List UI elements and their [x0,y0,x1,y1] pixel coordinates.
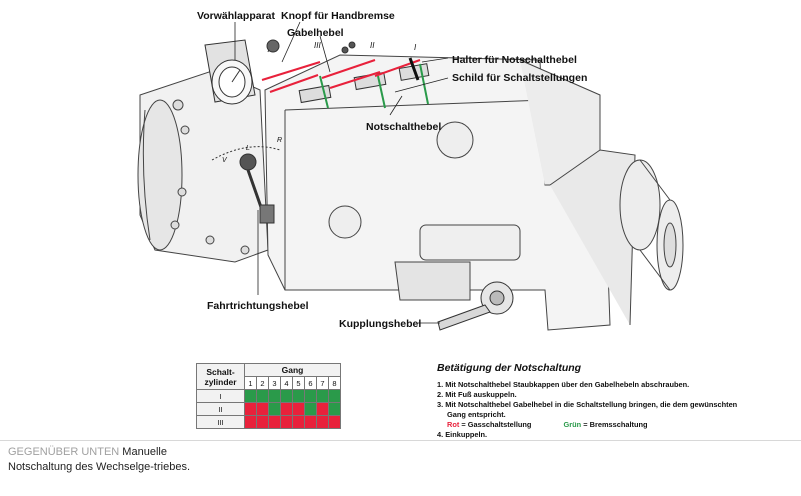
cell-red [280,402,293,416]
table-row: III [196,415,341,429]
legend-red-text: = Gasschaltstellung [459,420,532,429]
cell-green [292,389,305,403]
label-kupplungshebel: Kupplungshebel [339,318,421,330]
cell-red [316,415,329,429]
table-row: II [196,402,341,416]
instruction-step: 3. Mit Notschalthebel Gabelhebel in die … [437,400,738,409]
illustration-panel: III II I V L R Vorwählapparat Knopf für … [0,10,801,441]
gearbox-main-housing [264,54,636,331]
cell-red [280,415,293,429]
instruction-step: 4. Einkuppeln. [437,430,488,439]
gear-7: 7 [316,376,329,390]
label-fahrtrichtungshebel: Fahrtrichtungshebel [207,300,309,312]
label-vorwaehlapparat: Vorwählapparat [197,10,275,22]
cell-red [256,415,269,429]
instruction-step: 1. Mit Notschalthebel Staubkappen über d… [437,380,690,389]
cell-red [292,402,305,416]
legend-red-word: Rot [447,420,460,429]
lever-mark-v: V [222,157,228,164]
cell-red [244,402,257,416]
gearbox-drawing: III II I V L R Vorwählapparat Knopf für … [137,10,684,331]
caption-text: Manuelle Notschaltung des Wechselge-trie… [8,446,191,473]
cell-green [280,389,293,403]
gear-1: 1 [244,376,257,390]
table-row-header: Schalt- zylinder [196,363,245,390]
instruction-legend: Rot = Gasschaltstellung Grün = Bremsscha… [437,420,767,430]
label-notschalthebel: Notschalthebel [366,121,441,133]
cell-green [268,389,281,403]
cell-red [304,415,317,429]
lever-mark-r: R [277,137,282,144]
figure-caption: GEGENÜBER UNTEN Manuelle Notschaltung de… [8,445,198,475]
cell-green [268,402,281,416]
fork-mark-1: I [414,43,417,52]
instruction-step: 2. Mit Fuß auskuppeln. [437,390,517,399]
gear-3: 3 [268,376,281,390]
clutch-lever [437,281,514,331]
cell-red [328,415,341,429]
lever-mark-l: L [246,145,250,152]
cylinder-label: II [196,402,245,416]
cell-red [268,415,281,429]
caption-lead: GEGENÜBER UNTEN [8,446,120,458]
output-flange [619,159,684,291]
gear-6: 6 [304,376,317,390]
instructions-title: Betätigung der Notschaltung [437,362,582,374]
legend-green-text: = Bremsschaltung [581,420,648,429]
cell-green [328,402,341,416]
cell-green [256,389,269,403]
gearbox-left-housing [137,69,269,263]
label-schild-schaltstellungen: Schild für Schaltstellungen [452,72,587,84]
leader-lines [234,21,449,324]
fork-mark-3: III [314,41,321,50]
gear-2: 2 [256,376,269,390]
gear-5: 5 [292,376,305,390]
legend-green-word: Grün [563,420,582,429]
cell-red [256,402,269,416]
cell-red [292,415,305,429]
instructions-list: 1. Mit Notschalthebel Staubkappen über d… [437,380,767,440]
instructions-block: Betätigung der Notschaltung 1. Mit Notsc… [437,362,767,440]
cell-red [244,415,257,429]
label-knopf-handbremse: Knopf für Handbremse [281,10,395,22]
table-col-group: Gang [244,363,341,377]
cell-green [244,389,257,403]
cell-red [316,402,329,416]
table-row: I [196,389,341,403]
cell-green [304,389,317,403]
gear-8: 8 [328,376,341,390]
label-halter-notschalthebel: Halter für Notschalthebel [452,54,577,66]
gear-4: 4 [280,376,293,390]
cylinder-label: III [196,415,245,429]
vorwaehlapparat-dial [204,39,280,105]
fork-mark-2: II [370,41,375,50]
direction-lever [211,146,281,224]
cell-green [328,389,341,403]
instruction-step: Gang entspricht. [447,410,506,419]
cell-green [316,389,329,403]
cylinder-label: I [196,389,245,403]
label-gabelhebel: Gabelhebel [287,27,344,39]
cell-green [304,402,317,416]
